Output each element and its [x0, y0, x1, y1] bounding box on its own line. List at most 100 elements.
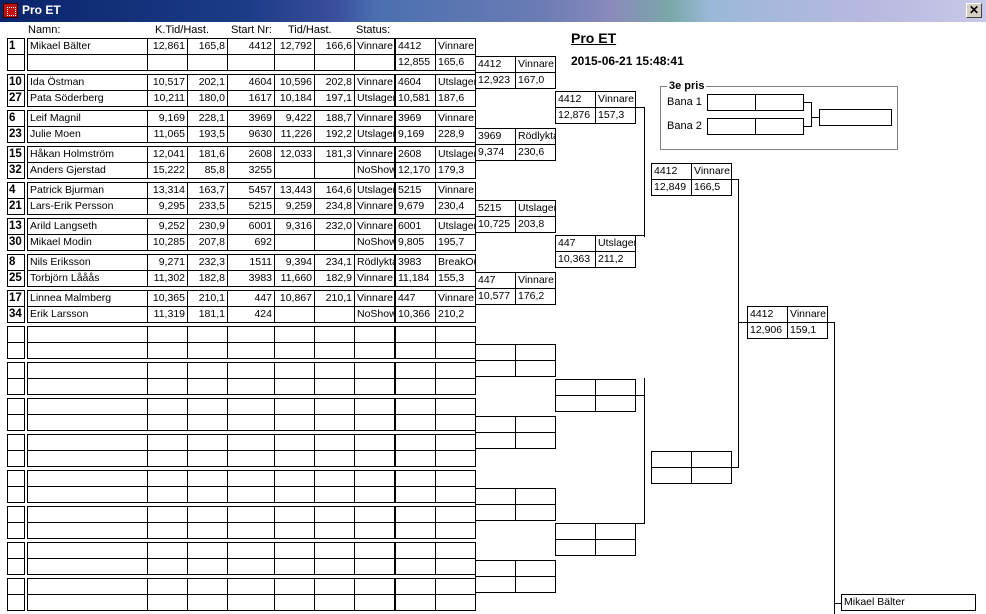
- qual-speed-cell: 232,3: [187, 254, 228, 271]
- r1-cell: 4604: [395, 74, 436, 91]
- qual-speed-cell: 228,1: [187, 110, 228, 127]
- racer-name-cell[interactable]: [27, 362, 148, 379]
- r1-cell: [435, 450, 476, 467]
- r5-cell: 159,1: [787, 322, 828, 339]
- qual-time-cell: [147, 342, 188, 359]
- r1-cell: [395, 470, 436, 487]
- third-lane1-b[interactable]: [755, 94, 804, 111]
- r3-cell: Vinnare: [595, 91, 636, 108]
- event-datetime: 2015-06-21 15:48:41: [571, 54, 684, 68]
- r1-cell: [395, 594, 436, 611]
- racer-name-cell[interactable]: Mikael Bälter: [27, 38, 148, 55]
- r1-cell: [395, 414, 436, 431]
- racer-name-cell[interactable]: Leif Magnil: [27, 110, 148, 127]
- time-cell: [274, 414, 315, 431]
- racer-name-cell[interactable]: [27, 594, 148, 611]
- close-button[interactable]: ✕: [966, 3, 982, 18]
- racer-name-cell[interactable]: Lars-Erik Persson: [27, 198, 148, 215]
- r2-cell: 12,923: [475, 72, 516, 89]
- racer-name-cell[interactable]: [27, 522, 148, 539]
- header-status: Status:: [356, 24, 391, 36]
- racer-name-cell[interactable]: [27, 414, 148, 431]
- racer-name-cell[interactable]: Mikael Modin: [27, 234, 148, 251]
- qual-time-cell: 12,041: [147, 146, 188, 163]
- bracket-line: [644, 107, 645, 237]
- racer-name-cell[interactable]: [27, 342, 148, 359]
- r1-cell: Utslagen: [435, 218, 476, 235]
- racer-name-cell[interactable]: [27, 326, 148, 343]
- r5-cell: 12,906: [747, 322, 788, 339]
- time-cell: [274, 378, 315, 395]
- start-number-cell: [227, 522, 275, 539]
- racer-name-cell[interactable]: Anders Gjerstad: [27, 162, 148, 179]
- status-cell: [354, 342, 395, 359]
- start-number-cell: 9630: [227, 126, 275, 143]
- row-number: 23: [7, 126, 25, 143]
- r3-cell: Utslagen: [595, 235, 636, 252]
- status-cell: Vinnare: [354, 146, 395, 163]
- start-number-cell: [227, 414, 275, 431]
- r4-cell: 4412: [651, 163, 692, 180]
- third-lane2-b[interactable]: [755, 118, 804, 135]
- racer-name-cell[interactable]: Torbjörn Lååås: [27, 270, 148, 287]
- status-cell: NoShow: [354, 306, 395, 323]
- racer-name-cell[interactable]: [27, 398, 148, 415]
- speed-cell: [314, 470, 355, 487]
- racer-name-cell[interactable]: Pata Söderberg: [27, 90, 148, 107]
- row-number: 27: [7, 90, 25, 107]
- qual-time-cell: 10,285: [147, 234, 188, 251]
- start-number-cell: 3969: [227, 110, 275, 127]
- start-number-cell: [227, 470, 275, 487]
- r4-cell: Vinnare: [691, 163, 732, 180]
- r1-cell: 195,7: [435, 234, 476, 251]
- racer-name-cell[interactable]: [27, 54, 148, 71]
- qual-speed-cell: 207,8: [187, 234, 228, 251]
- racer-name-cell[interactable]: Arild Langseth: [27, 218, 148, 235]
- racer-name-cell[interactable]: Nils Eriksson: [27, 254, 148, 271]
- racer-name-cell[interactable]: Erik Larsson: [27, 306, 148, 323]
- r4-cell: [691, 451, 732, 468]
- r2-cell: [475, 344, 516, 361]
- r2-cell: [475, 360, 516, 377]
- bracket-line: [828, 322, 835, 323]
- racer-name-cell[interactable]: [27, 450, 148, 467]
- speed-cell: 234,8: [314, 198, 355, 215]
- third-lane2-a[interactable]: [707, 118, 756, 135]
- third-line: [811, 102, 812, 127]
- qual-time-cell: [147, 522, 188, 539]
- speed-cell: 232,0: [314, 218, 355, 235]
- racer-name-cell[interactable]: [27, 470, 148, 487]
- racer-name-cell[interactable]: Linnea Malmberg: [27, 290, 148, 307]
- racer-name-cell[interactable]: Patrick Bjurman: [27, 182, 148, 199]
- racer-name-cell[interactable]: [27, 542, 148, 559]
- racer-name-cell[interactable]: [27, 506, 148, 523]
- qual-speed-cell: [187, 542, 228, 559]
- third-result[interactable]: [819, 109, 892, 126]
- r1-cell: Vinnare: [435, 110, 476, 127]
- row-number: [7, 486, 25, 503]
- r1-cell: 3983: [395, 254, 436, 271]
- third-lane1-a[interactable]: [707, 94, 756, 111]
- r4-cell: [651, 467, 692, 484]
- racer-name-cell[interactable]: [27, 486, 148, 503]
- start-number-cell: 3255: [227, 162, 275, 179]
- racer-name-cell[interactable]: Håkan Holmström: [27, 146, 148, 163]
- qual-time-cell: [147, 470, 188, 487]
- qual-speed-cell: [187, 342, 228, 359]
- racer-name-cell[interactable]: Julie Moen: [27, 126, 148, 143]
- racer-name-cell[interactable]: [27, 434, 148, 451]
- racer-name-cell[interactable]: [27, 378, 148, 395]
- qual-speed-cell: 163,7: [187, 182, 228, 199]
- qual-time-cell: [147, 594, 188, 611]
- start-number-cell: [227, 558, 275, 575]
- time-cell: [274, 470, 315, 487]
- r2-cell: 5215: [475, 200, 516, 217]
- speed-cell: 234,1: [314, 254, 355, 271]
- r1-cell: [435, 326, 476, 343]
- r1-cell: Vinnare: [435, 290, 476, 307]
- qual-time-cell: 9,295: [147, 198, 188, 215]
- start-number-cell: [227, 434, 275, 451]
- racer-name-cell[interactable]: Ida Östman: [27, 74, 148, 91]
- racer-name-cell[interactable]: [27, 578, 148, 595]
- racer-name-cell[interactable]: [27, 558, 148, 575]
